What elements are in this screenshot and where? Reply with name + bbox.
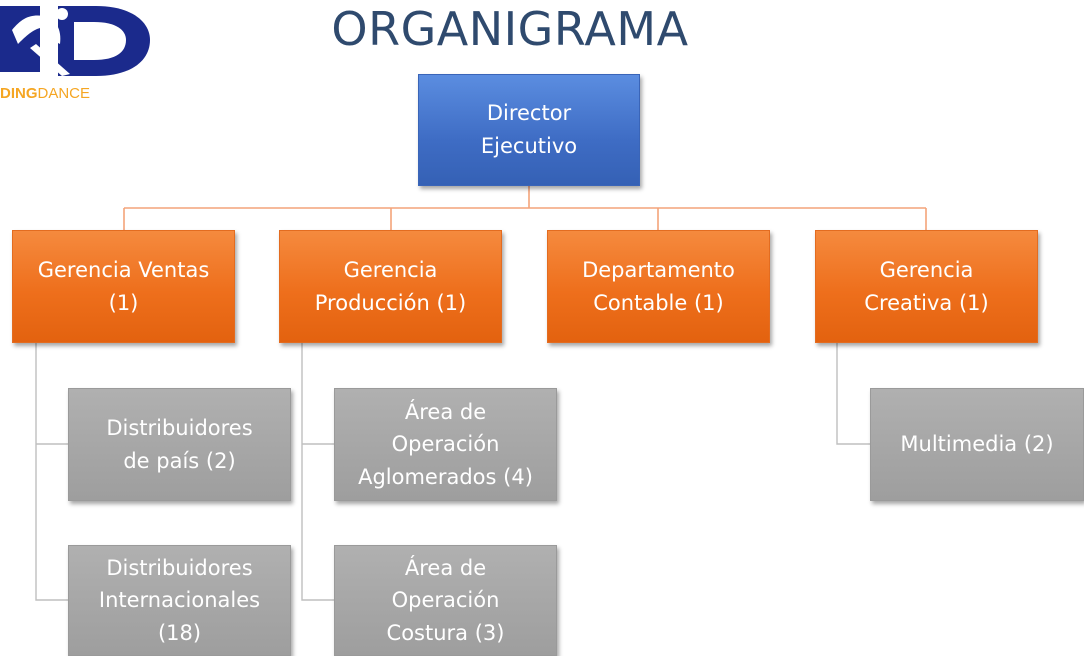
node-line: Aglomerados (4) (358, 464, 533, 489)
node-line: Producción (1) (314, 290, 467, 315)
node-line: Costura (3) (386, 620, 505, 645)
node-director-ejecutivo: Director Ejecutivo (418, 74, 640, 186)
node-gerencia-produccion: Gerencia Producción (1) (279, 230, 502, 343)
node-distribuidores-pais: Distribuidores de país (2) (68, 388, 291, 501)
node-line: Distribuidores (106, 555, 253, 580)
logo-wordmark: DINGDANCE (0, 85, 91, 102)
node-gerencia-creativa: Gerencia Creativa (1) (815, 230, 1038, 343)
node-line: Ejecutivo (480, 134, 578, 158)
node-distribuidores-internacionales: Distribuidores Internacionales (18) (68, 545, 291, 656)
node-line: (1) (108, 290, 139, 315)
node-line: Internacionales (98, 588, 261, 613)
creativa-branch-line (836, 343, 870, 445)
node-line: Contable (1) (593, 290, 724, 315)
node-line: Departamento (582, 257, 735, 282)
node-line: Gerencia (343, 257, 438, 282)
produccion-branch-line (301, 343, 334, 601)
ventas-branch-line (35, 343, 68, 601)
node-line: Creativa (1) (864, 290, 989, 315)
node-line: de país (2) (123, 448, 236, 473)
node-line: Operación (391, 588, 500, 613)
node-multimedia: Multimedia (2) (870, 388, 1084, 501)
node-gerencia-ventas: Gerencia Ventas (1) (12, 230, 235, 343)
node-line: (18) (157, 620, 202, 645)
node-line: Director (486, 101, 572, 126)
node-line: Gerencia Ventas (37, 257, 210, 282)
node-departamento-contable: Departamento Contable (1) (547, 230, 770, 343)
node-line: Gerencia (879, 257, 974, 282)
node-line: Multimedia (2) (900, 432, 1054, 457)
node-area-operacion-aglomerados: Área de Operación Aglomerados (4) (334, 388, 557, 501)
page-title: ORGANIGRAMA (331, 2, 689, 56)
node-line: Área de (404, 399, 487, 424)
node-line: Operación (391, 432, 500, 457)
node-area-operacion-costura: Área de Operación Costura (3) (334, 545, 557, 656)
dancer-logo-icon (0, 6, 150, 76)
node-line: Área de (404, 555, 487, 580)
node-line: Distribuidores (106, 415, 253, 440)
